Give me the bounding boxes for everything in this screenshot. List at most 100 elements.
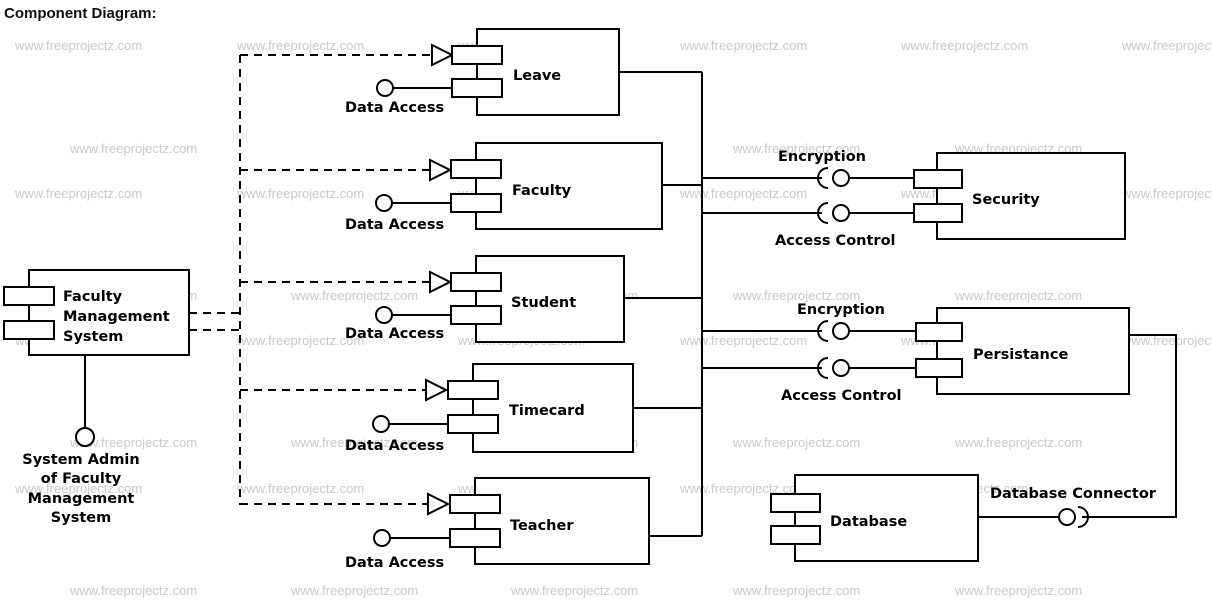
system-admin-label: System Admin xyxy=(22,452,139,468)
watermark: www.freeprojectz.com xyxy=(679,481,807,496)
data-access-interfaces xyxy=(372,79,452,547)
watermark: www.freeprojectz.com xyxy=(290,583,418,598)
watermark: www.freeprojectz.com xyxy=(236,481,364,496)
lollipop-icon xyxy=(372,415,390,433)
watermark: www.freeprojectz.com xyxy=(679,186,807,201)
watermark: www.freeprojectz.com xyxy=(69,141,197,156)
lollipop-icon xyxy=(832,322,850,340)
data-access-label: Data Access xyxy=(345,438,444,454)
component-tab xyxy=(450,272,502,292)
watermark: www.freeprojectz.com xyxy=(679,333,807,348)
data-access-label: Data Access xyxy=(345,100,444,116)
component-tab xyxy=(3,286,55,306)
component-label: Teacher xyxy=(510,518,574,534)
component-tab xyxy=(450,159,502,179)
watermark: www.freeprojectz.com xyxy=(954,288,1082,303)
watermark: www.freeprojectz.com xyxy=(732,141,860,156)
dependency-arrow-student xyxy=(429,270,453,294)
watermark: www.freeprojectz.com xyxy=(236,186,364,201)
component-student: Student xyxy=(450,255,625,343)
watermark: www.freeprojectz.com xyxy=(1121,186,1212,201)
component-database: Database xyxy=(770,474,979,562)
watermark: www.freeprojectz.com xyxy=(732,435,860,450)
watermark: www.freeprojectz.com xyxy=(69,435,197,450)
dependency-arrow-leave xyxy=(431,43,455,67)
database-connector-wire xyxy=(978,334,1177,518)
component-tab xyxy=(770,525,821,545)
lollipop-icon xyxy=(1058,508,1076,526)
watermark: www.freeprojectz.com xyxy=(732,288,860,303)
lollipop-icon xyxy=(375,306,393,324)
socket-icon xyxy=(817,320,829,342)
access-control-label: Access Control xyxy=(775,233,896,249)
component-tab xyxy=(447,414,499,434)
component-tab xyxy=(450,193,502,213)
component-tab xyxy=(449,494,501,514)
component-tab xyxy=(3,320,55,340)
lollipop-icon xyxy=(832,204,850,222)
lollipop-icon xyxy=(373,529,391,547)
watermark: www.freeprojectz.com xyxy=(510,583,638,598)
watermark: www.freeprojectz.com xyxy=(1121,38,1212,53)
component-tab xyxy=(915,322,963,342)
interface-sockets xyxy=(75,167,1089,528)
watermark: www.freeprojectz.com xyxy=(236,333,364,348)
component-teacher: Teacher xyxy=(449,477,650,565)
interface-labels: Data Access Data Access Data Access Data… xyxy=(22,100,1157,571)
component-label: Student xyxy=(511,295,576,311)
socket-icon xyxy=(1077,506,1089,528)
component-faculty: Faculty xyxy=(450,142,663,230)
component-tab xyxy=(450,305,502,325)
data-access-label: Data Access xyxy=(345,326,444,342)
component-label: Leave xyxy=(513,68,561,84)
watermark: www.freeprojectz.com xyxy=(290,435,418,450)
connector-lines xyxy=(84,71,1177,537)
component-label: Persistance xyxy=(973,347,1068,363)
socket-icon xyxy=(817,357,829,379)
watermark: www.freeprojectz.com xyxy=(732,583,860,598)
watermark: www.freeprojectz.com xyxy=(900,38,1028,53)
data-access-label: Data Access xyxy=(345,217,444,233)
data-access-label: Data Access xyxy=(345,555,444,571)
watermark: www.freeprojectz.com xyxy=(14,186,142,201)
dependency-fms-link xyxy=(189,312,240,331)
database-connector-label: Database Connector xyxy=(990,486,1157,502)
lollipop-icon xyxy=(376,79,394,97)
component-tab xyxy=(913,169,963,189)
component-tab xyxy=(451,78,503,98)
watermark: www.freeprojectz.com xyxy=(14,38,142,53)
encryption-label: Encryption xyxy=(797,302,885,318)
watermark: www.freeprojectz.com xyxy=(1121,333,1212,348)
component-tab xyxy=(770,493,821,513)
dependency-arrow-faculty xyxy=(429,158,453,182)
lollipop-icon xyxy=(832,169,850,187)
socket-icon xyxy=(817,167,829,189)
watermark: www.freeprojectz.com xyxy=(69,583,197,598)
system-admin-label: Management xyxy=(28,491,135,507)
encryption-label: Encryption xyxy=(778,149,866,165)
component-leave: Leave xyxy=(451,28,620,116)
watermark: www.freeprojectz.com xyxy=(954,435,1082,450)
system-admin-label: of Faculty xyxy=(41,471,122,487)
component-label: Security xyxy=(972,192,1040,208)
lollipop-icon xyxy=(375,194,393,212)
component-label: Timecard xyxy=(509,403,585,419)
dependency-lines xyxy=(189,43,455,516)
watermark: www.freeprojectz.com xyxy=(290,288,418,303)
dependency-arrow-teacher xyxy=(427,492,451,516)
component-label: Faculty xyxy=(512,183,572,199)
component-persistance: Persistance xyxy=(915,307,1130,395)
component-label: Management xyxy=(63,309,170,325)
component-tab xyxy=(451,45,503,65)
component-timecard: Timecard xyxy=(447,363,634,453)
component-label: Database xyxy=(830,514,907,530)
component-label: Faculty xyxy=(63,289,123,305)
watermark: www.freeprojectz.com xyxy=(14,481,142,496)
access-control-label: Access Control xyxy=(781,388,902,404)
component-tab xyxy=(913,203,963,223)
dependency-arrow-timecard xyxy=(425,378,449,402)
component-label: System xyxy=(63,329,123,345)
diagram-heading: Component Diagram: xyxy=(4,5,157,22)
lollipop-icon xyxy=(832,359,850,377)
